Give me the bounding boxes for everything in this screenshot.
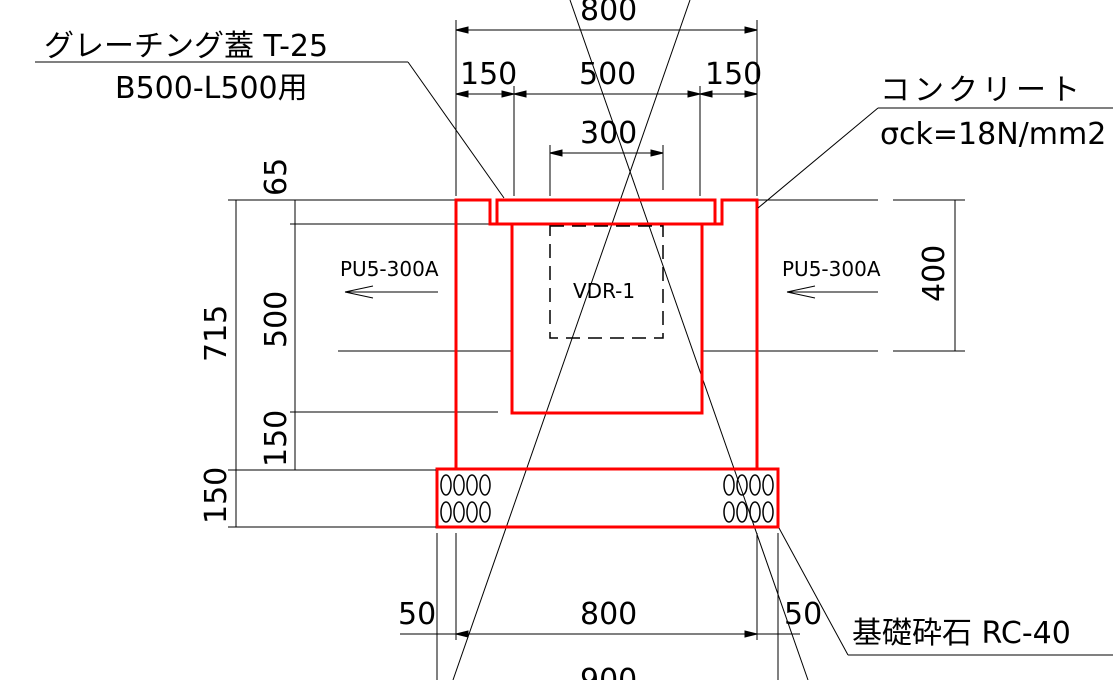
dim-bottom-right: 50 xyxy=(784,597,822,632)
leader-lines xyxy=(35,61,1113,656)
dim-h-715: 715 xyxy=(199,305,234,362)
gravel-hatch-right xyxy=(723,474,774,523)
concrete-title: コンクリート xyxy=(880,73,1084,108)
grating-size: B500-L500用 xyxy=(115,71,308,106)
dim-h-400: 400 xyxy=(917,245,952,302)
dim-inner: 300 xyxy=(580,116,637,151)
pipe-label-right: PU5-300A xyxy=(782,257,881,281)
dim-top-right: 150 xyxy=(705,57,762,92)
dashed-pipe-outline xyxy=(549,225,664,339)
dim-h-65: 65 xyxy=(259,158,294,196)
dim-top-total: 800 xyxy=(580,0,637,28)
dim-h-150-wall: 150 xyxy=(259,410,294,467)
grating-title: グレーチング蓋 T-25 xyxy=(44,29,328,64)
basin-label: VDR-1 xyxy=(573,279,635,303)
pipe-label-left: PU5-300A xyxy=(340,257,439,281)
right-dimension-lines xyxy=(893,199,965,352)
dim-bottom-left: 50 xyxy=(398,597,436,632)
grating-cover xyxy=(495,198,717,226)
cross-lines xyxy=(452,0,809,680)
concrete-strength: σck=18N/mm2 xyxy=(880,117,1106,152)
dim-top-left: 150 xyxy=(460,57,517,92)
dim-h-500: 500 xyxy=(259,291,294,348)
structure xyxy=(435,198,780,529)
dim-top-mid: 500 xyxy=(579,57,636,92)
bottom-dimension-lines xyxy=(400,533,800,680)
dim-h-150-base: 150 xyxy=(199,467,234,524)
gravel-label: 基礎砕石 RC-40 xyxy=(852,616,1071,651)
ground-lines xyxy=(290,199,878,413)
dim-bottom-total: 900 xyxy=(580,663,637,680)
top-dimension-lines xyxy=(455,20,758,196)
left-dimension-lines xyxy=(228,199,436,528)
gravel-hatch-left xyxy=(440,474,491,523)
dim-bottom-mid: 800 xyxy=(580,597,637,632)
gravel-base xyxy=(435,467,780,529)
inner-basin xyxy=(510,224,704,415)
flow-arrows xyxy=(344,285,878,299)
